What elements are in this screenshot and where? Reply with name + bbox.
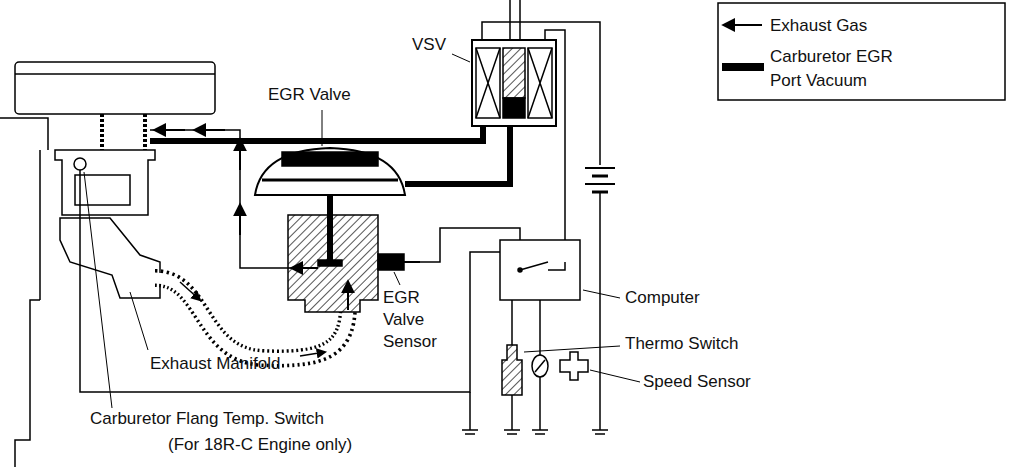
legend-swatch (722, 63, 764, 71)
thermo-switch (502, 345, 522, 395)
part-label: VSV (412, 34, 446, 56)
computer-box (500, 240, 580, 300)
exhaust-gas-line (150, 130, 300, 268)
vacuum-chamber (282, 152, 378, 166)
speed-sensor-switch (532, 355, 548, 377)
legend-text: Carburetor EGR Port Vacuum (770, 45, 920, 93)
legend-arrow (724, 24, 762, 26)
egr-valve-sensor (378, 254, 404, 270)
note-label: (For 18R-C Engine only) (168, 434, 352, 456)
part-label: EGR Valve (268, 84, 351, 106)
part-label: Carburetor Flang Temp. Switch (90, 408, 324, 430)
part-label: Thermo Switch (625, 333, 738, 355)
stud (143, 114, 147, 150)
ground (462, 430, 608, 434)
vsv-body (472, 40, 556, 126)
wire (482, 22, 600, 165)
egr-diaphragm (255, 148, 405, 195)
wire (545, 30, 565, 262)
part-label: Computer (625, 287, 700, 309)
flange-temp-switch (74, 158, 86, 170)
leader-lines (84, 54, 640, 408)
speed-sensor (560, 352, 588, 380)
legend-text: Exhaust Gas (770, 14, 867, 38)
air-cleaner (15, 62, 215, 114)
carburetor (55, 150, 155, 215)
legend-frame (718, 3, 1005, 100)
part-label: Exhaust Manifold (150, 353, 280, 375)
vacuum-hose (405, 120, 510, 184)
part-label: Speed Sensor (643, 371, 751, 393)
carburetor-base (75, 175, 130, 205)
part-label: EGR Valve Sensor (383, 287, 465, 353)
battery (585, 167, 615, 169)
wire (80, 170, 500, 392)
stud (100, 114, 104, 150)
engine-outline (0, 118, 48, 467)
exhaust-manifold (60, 218, 160, 298)
vacuum-hose (150, 120, 483, 141)
